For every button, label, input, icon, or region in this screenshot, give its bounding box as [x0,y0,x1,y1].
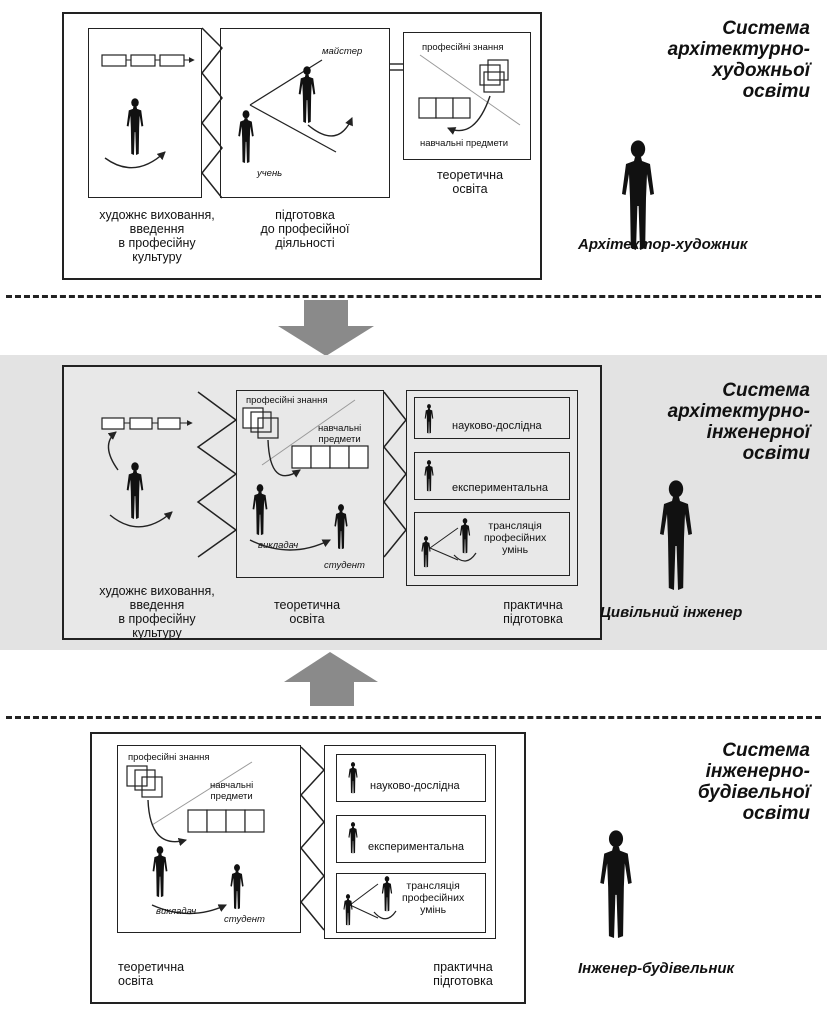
subjects-label: навчальні предмети [318,423,362,445]
theory-caption: теоретична освіта [118,960,185,988]
practice-caption: практична підготовка [433,960,493,988]
apprentice-figure [342,894,354,926]
research-label: науково-дослідна [452,420,542,432]
system-title: Система архітектурно- інженерної освіти [667,380,810,464]
system-title: Система інженерно- будівельної освіти [697,740,810,824]
subjects-label: навчальні предмети [420,138,509,149]
divider [6,716,821,719]
system-title: Система архітектурно- художньої освіти [667,18,810,102]
section1-connectors [101,27,521,199]
theory-panel [117,745,301,933]
student-label: студент [224,914,265,925]
student-figure [228,864,246,910]
divider [6,295,821,298]
section2-connectors [101,391,477,562]
research-box [414,397,570,439]
role-label: Архітектор-художник [578,236,748,253]
theory-caption: теоретична освіта [273,598,341,626]
experimental-label: експериментальна [368,841,465,853]
role-label: Цивільний інженер [600,604,743,621]
teacher-label: викладач [156,906,197,917]
knowledge-label: професійні знання [246,395,328,406]
role-label: Інженер-будівельник [578,960,735,977]
preparation-caption: підготовка до професійної діяльності [260,208,350,250]
transmission-label: трансляція професійних умінь [484,520,547,556]
construction-engineer-figure [596,830,636,940]
master-label: майстер [322,46,363,57]
subjects-label: навчальні предмети [210,780,254,802]
culture-caption: художнє виховання, введення в професійну… [99,208,215,264]
theory-caption: теоретична освіта [436,168,504,196]
down-arrow [278,300,374,356]
research-box [336,754,486,802]
researcher-figure [346,762,360,794]
mentor-figure [380,876,394,912]
teacher-figure [150,846,170,898]
research-label: науково-дослідна [370,780,460,792]
experimental-box [414,452,570,500]
theory-panel [403,32,531,160]
up-arrow [284,652,378,706]
experimental-label: експериментальна [452,482,549,494]
culture-caption: художнє виховання, введення в професійну… [99,584,215,640]
transmission-label: трансляція професійних умінь [402,880,465,916]
student-label: студент [324,560,365,571]
teacher-label: викладач [258,540,299,551]
transmission-box [414,512,570,576]
transmission-box [336,873,486,933]
experimental-box [336,815,486,863]
pupil-label: учень [257,168,283,179]
knowledge-label: професійні знання [422,42,504,53]
practice-caption: практична підготовка [503,598,563,626]
experimenter-figure [346,822,360,854]
knowledge-label: професійні знання [128,752,210,763]
